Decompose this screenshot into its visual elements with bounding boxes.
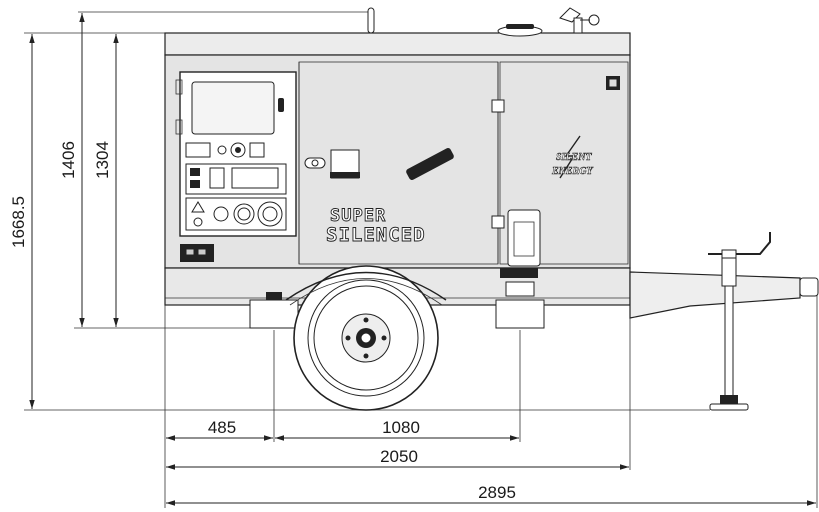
dimension-lines (24, 11, 818, 508)
tow-bar (629, 232, 819, 411)
display-screen (191, 81, 275, 135)
jockey-stand (708, 232, 771, 411)
control-panel (175, 71, 297, 262)
dim-1080-label: 1080 (382, 418, 420, 437)
socket-1-icon (213, 206, 229, 222)
dim-1304-label: 1304 (93, 141, 112, 179)
dim-2895-label: 2895 (478, 483, 516, 502)
right-door: SILENT ENERGY (507, 76, 620, 267)
logo-line1: SILENT (556, 152, 592, 163)
wheel (285, 265, 447, 411)
dim-1406-label: 1406 (59, 141, 78, 179)
series-label-line2: SILENCED (326, 224, 426, 246)
dim-485-label: 485 (208, 418, 236, 437)
center-door: SUPER SILENCED (304, 99, 505, 246)
silent-energy-logo: SILENT ENERGY (551, 135, 594, 179)
dim-2050-label: 2050 (380, 447, 418, 466)
series-label-line1: SUPER (330, 206, 386, 226)
access-panel (507, 209, 541, 267)
dim-overall-height-label: 1668.5 (9, 196, 28, 248)
tow-hitch (799, 277, 819, 297)
lifting-hook-icon (559, 7, 600, 34)
logo-line2: ENERGY (551, 166, 593, 177)
